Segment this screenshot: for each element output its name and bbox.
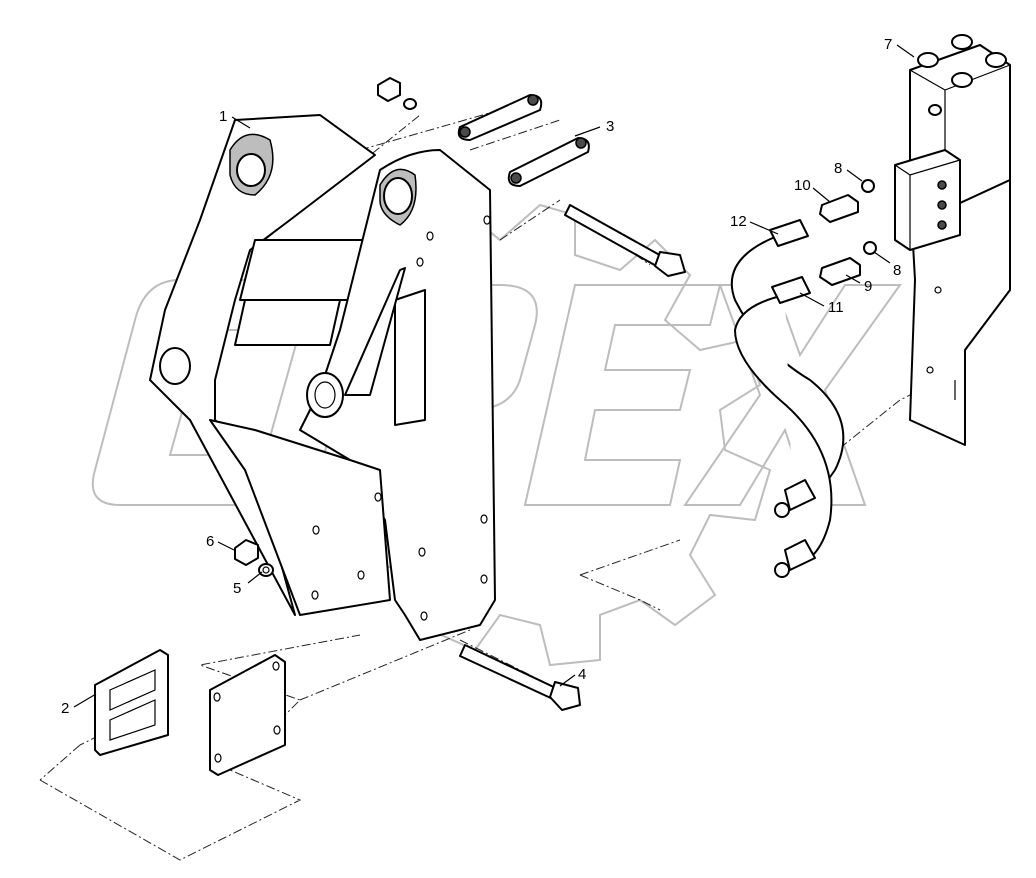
watermark-letter-x [683,284,902,506]
callout-1: 1 [219,108,227,125]
washer-5 [258,563,274,577]
callout-12: 12 [730,213,747,230]
watermark-letter-e [523,284,722,506]
bracket-frame [149,114,496,641]
valve-block-7 [894,34,1011,446]
link-plates [457,94,590,187]
callout-7: 7 [884,36,892,53]
callout-8-lower: 8 [893,262,901,279]
adapter-10 [819,194,859,223]
top-bolt [564,204,686,277]
leader-lines [73,44,915,708]
callout-labels: 1 2 3 4 5 6 7 8 8 9 10 11 12 [61,36,901,717]
adapter-9 [819,257,861,286]
callout-6: 6 [206,533,214,550]
callout-8-upper: 8 [834,160,842,177]
callout-5: 5 [233,580,241,597]
callout-4: 4 [578,666,586,683]
top-nut-washer [377,77,417,110]
bolt-4 [459,644,581,711]
o-ring-8-lower [863,241,877,255]
callout-11: 11 [828,299,844,316]
shim-plates-2 [94,649,286,776]
callout-3: 3 [606,118,614,135]
callout-9: 9 [864,278,872,295]
nut-6 [234,539,259,566]
o-ring-8-upper [861,179,875,193]
hydraulic-hoses [730,219,845,578]
callout-10: 10 [794,177,811,194]
callout-2: 2 [61,700,69,717]
